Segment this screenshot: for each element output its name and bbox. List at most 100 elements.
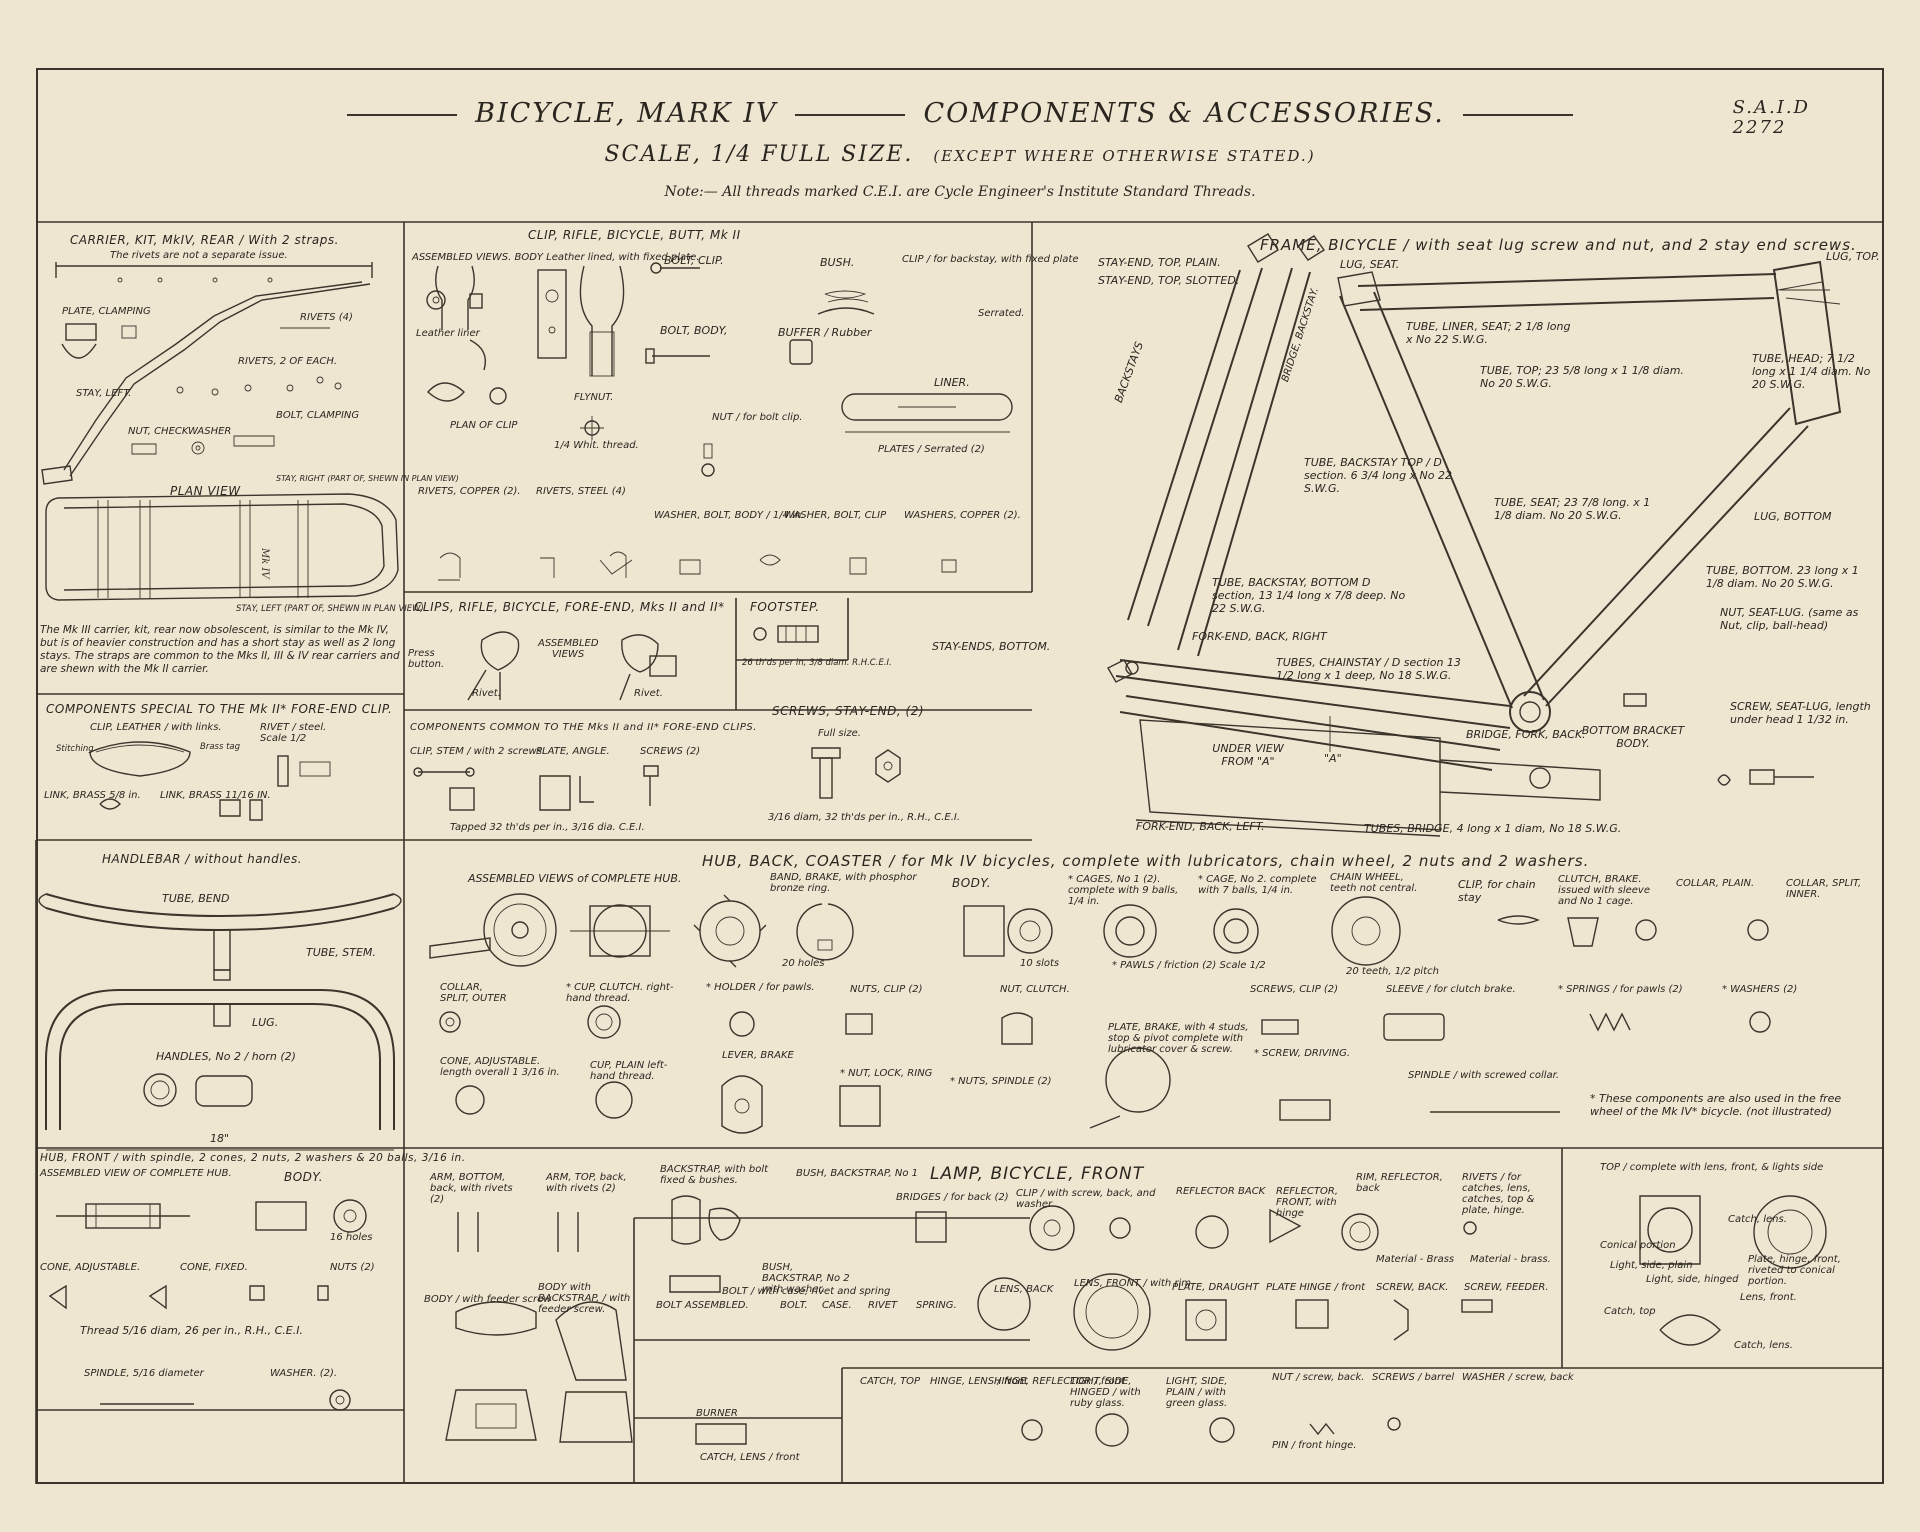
lamp-label: Plate, hinge, front, riveted to conical … — [1748, 1254, 1841, 1287]
hub-back-label: PLATE, BRAKE, with 4 studs, stop & pivot… — [1108, 1022, 1249, 1055]
common-label: SCREWS (2) — [640, 746, 701, 757]
lamp-label: Material - Brass — [1376, 1254, 1455, 1265]
hub-front-label: 16 holes — [330, 1232, 373, 1243]
lamp-label: WASHER / screw, back — [1462, 1372, 1574, 1383]
lamp-label: REFLECTOR BACK — [1176, 1186, 1266, 1197]
footstep-title: FOOTSTEP. — [750, 600, 820, 614]
special-label: RIVET / steel. Scale 1/2 — [260, 722, 327, 744]
clips-fore-label: Rivet. — [472, 688, 501, 699]
handlebar-label: TUBE, BEND — [162, 892, 230, 905]
title-right: COMPONENTS & ACCESSORIES. — [923, 98, 1445, 129]
scale-text: SCALE, 1/4 FULL SIZE. — [604, 142, 914, 167]
clip-rifle-label: BOLT, CLIP. — [664, 254, 724, 267]
hub-back-label: * CAGE, No 2. complete with 7 balls, 1/4… — [1198, 874, 1317, 896]
lamp-label: Catch, top — [1604, 1306, 1656, 1317]
hub-back-label: CLUTCH, BRAKE. issued with sleeve and No… — [1558, 874, 1650, 907]
lamp-label: SCREWS / barrel — [1372, 1372, 1455, 1383]
lamp-label: Material - brass. — [1470, 1254, 1551, 1265]
hub-back-label: * SPRINGS / for pawls (2) — [1558, 984, 1683, 995]
lamp-label: BODY / with feeder screw — [424, 1294, 552, 1305]
hub-front-label: CONE, FIXED. — [180, 1262, 248, 1273]
hub-front-label: BODY. — [284, 1170, 324, 1184]
lamp-label: PLATE HINGE / front — [1266, 1282, 1366, 1293]
clips-fore-title: CLIPS, RIFLE, BICYCLE, FORE-END, Mks II … — [414, 600, 725, 614]
clip-rifle-label: PLATES / Serrated (2) — [878, 444, 985, 455]
hub-back-label: CUP, PLAIN left-hand thread. — [590, 1060, 668, 1082]
clip-rifle-label: RIVETS, STEEL (4) — [536, 486, 626, 497]
lamp-label: BOLT ASSEMBLED. — [656, 1300, 749, 1311]
lamp-label: Lens, front. — [1740, 1292, 1797, 1303]
handlebar-label: HANDLES, No 2 / horn (2) — [156, 1050, 296, 1063]
lamp-label: LENS, BACK — [994, 1284, 1054, 1295]
frame-label: NUT, SEAT-LUG. (same as Nut, clip, ball-… — [1720, 606, 1859, 632]
lamp-label: CLIP / with screw, back, and washer — [1016, 1188, 1156, 1210]
title-left: BICYCLE, MARK IV — [475, 98, 778, 129]
screws-stay-label: 3/16 diam, 32 th'ds per in., R.H., C.E.I… — [768, 812, 961, 823]
lamp-label: CATCH, LENS / front — [700, 1452, 800, 1463]
lamp-label: BUSH, BACKSTRAP, No 1 — [796, 1168, 919, 1179]
hub-back-label: * SCREW, DRIVING. — [1254, 1048, 1351, 1059]
hub-back-label: COLLAR, PLAIN. — [1676, 878, 1755, 889]
clips-fore-label: ASSEMBLED VIEWS — [538, 638, 599, 660]
sheet-scale: SCALE, 1/4 FULL SIZE.(EXCEPT WHERE OTHER… — [0, 142, 1920, 167]
hub-back-label: CLIP, for chain stay — [1458, 878, 1536, 904]
hub-back-label: CHAIN WHEEL, teeth not central. — [1330, 872, 1418, 894]
carrier-label: PLATE, CLAMPING — [62, 306, 151, 317]
lamp-label: REFLECTOR, FRONT, with hinge — [1276, 1186, 1338, 1219]
lamp-label: LENS, FRONT / with rim — [1074, 1278, 1191, 1289]
hub-back-label: 20 teeth, 1/2 pitch — [1346, 966, 1439, 977]
lamp-label: LIGHT, SIDE, PLAIN / with green glass. — [1166, 1376, 1228, 1409]
hub-back-label: SLEEVE / for clutch brake. — [1386, 984, 1516, 995]
frame-label: SCREW, SEAT-LUG, length under head 1 1/3… — [1730, 700, 1871, 726]
lamp-label: Light, side, plain — [1610, 1260, 1693, 1271]
lamp-label: Catch, lens. — [1734, 1340, 1793, 1351]
lamp-label: RIM, REFLECTOR, back — [1356, 1172, 1443, 1194]
clip-rifle-label: BUSH. — [820, 256, 855, 269]
frame-label: UNDER VIEW FROM "A" — [1212, 742, 1284, 768]
carrier-label: STAY, LEFT (PART OF, SHEWN IN PLAN VIEW) — [236, 604, 424, 614]
clip-rifle-label: BUFFER / Rubber — [778, 326, 872, 339]
carrier-label: BOLT, CLAMPING — [276, 410, 360, 421]
hub-back-label: * NUT, LOCK, RING — [840, 1068, 933, 1079]
lamp-label: Catch, lens. — [1728, 1214, 1787, 1225]
frame-label: TUBE, BACKSTAY, BOTTOM D section, 13 1/4… — [1212, 576, 1406, 615]
frame-title: FRAME, BICYCLE / with seat lug screw and… — [1260, 236, 1857, 254]
hub-front-label: Thread 5/16 diam, 26 per in., R.H., C.E.… — [80, 1324, 303, 1337]
frame-label: TUBE, BACKSTAY TOP / D section. 6 3/4 lo… — [1304, 456, 1453, 495]
lamp-label: BODY with BACKSTRAP, / with feeder screw… — [538, 1282, 631, 1315]
lamp-label: PLATE, DRAUGHT — [1172, 1282, 1259, 1293]
carrier-label: RIVETS, 2 OF EACH. — [238, 356, 338, 367]
clip-rifle-label: LINER. — [934, 376, 970, 389]
hub-back-label: LEVER, BRAKE — [722, 1050, 794, 1061]
hub-back-label: * CAGES, No 1 (2). complete with 9 balls… — [1068, 874, 1179, 907]
hub-back-label: ASSEMBLED VIEWS of COMPLETE HUB. — [468, 872, 682, 885]
lamp-label: ARM, TOP, back, with rivets (2) — [546, 1172, 627, 1194]
hub-front-label: NUTS (2) — [330, 1262, 375, 1273]
hub-front-label: ASSEMBLED VIEW OF COMPLETE HUB. — [40, 1168, 232, 1179]
frame-label: TUBES, CHAINSTAY / D section 13 1/2 long… — [1276, 656, 1461, 682]
hub-back-label: * CUP, CLUTCH. right-hand thread. — [566, 982, 674, 1004]
handlebar-label: 18" — [210, 1132, 230, 1145]
clip-rifle-label: 1/4 Whit. thread. — [554, 440, 639, 451]
handlebar-title: HANDLEBAR / without handles. — [102, 852, 303, 866]
common-label: CLIP, STEM / with 2 screws. — [410, 746, 546, 757]
clip-rifle-label: PLAN OF CLIP — [450, 420, 518, 431]
clip-rifle-label: ASSEMBLED VIEWS. BODY Leather lined, wit… — [412, 252, 700, 263]
clip-rifle-label: Serrated. — [978, 308, 1025, 319]
hub-front-title: HUB, FRONT / with spindle, 2 cones, 2 nu… — [40, 1152, 466, 1164]
frame-label: FORK-END, BACK, LEFT. — [1136, 820, 1265, 833]
lamp-label: BOLT. — [780, 1300, 808, 1311]
sheet-title: BICYCLE, MARK IV COMPONENTS & ACCESSORIES… — [0, 98, 1920, 129]
clip-rifle-label: WASHERS, COPPER (2). — [904, 510, 1021, 521]
common-label: Tapped 32 th'ds per in., 3/16 dia. C.E.I… — [450, 822, 645, 833]
hub-back-label: COLLAR, SPLIT, OUTER — [440, 982, 507, 1004]
svg-text:Mk IV: Mk IV — [259, 547, 270, 580]
carrier-label: PLAN VIEW — [170, 484, 241, 498]
carrier-label: STAY, RIGHT (PART OF, SHEWN IN PLAN VIEW… — [276, 474, 459, 483]
